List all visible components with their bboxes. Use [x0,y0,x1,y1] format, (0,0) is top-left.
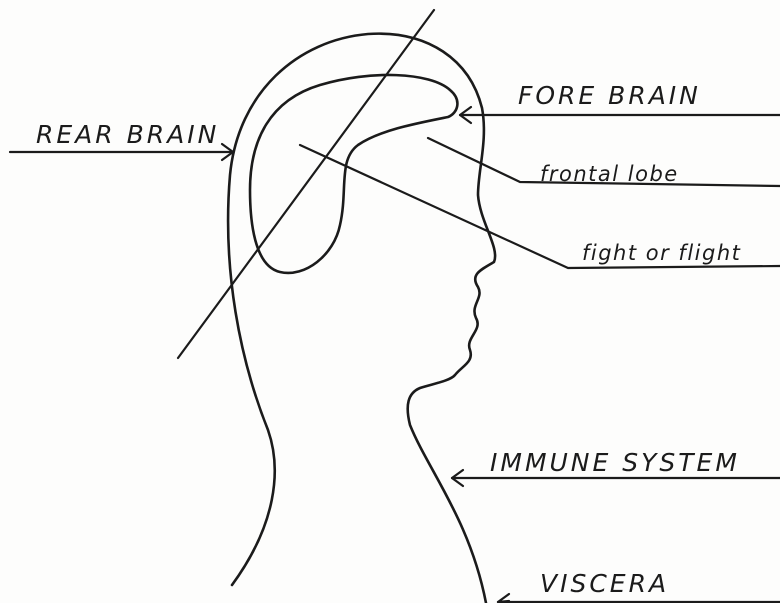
rear-brain-label: REAR BRAIN [36,120,219,149]
viscera-label: VISCERA [540,569,669,598]
frontal-lobe-label: frontal lobe [540,162,679,186]
diagonal-line [178,10,434,358]
fore-brain-label: FORE BRAIN [518,81,701,110]
head-body-outline [228,34,495,603]
brain-outline [250,75,457,273]
immune-system-label: IMMUNE SYSTEM [490,448,740,477]
viscera-arrowhead [498,594,509,602]
fight-or-flight-label: fight or flight [582,241,741,265]
